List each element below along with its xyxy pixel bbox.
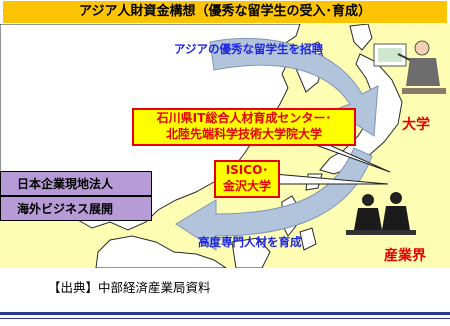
callout-pointer-isico — [273, 173, 389, 185]
divider-thick — [0, 312, 450, 315]
overseas-business-box: 海外ビジネス展開 — [0, 196, 152, 221]
map-graphic — [0, 24, 446, 268]
industry-figures-icon — [346, 192, 416, 235]
divider-thin — [0, 318, 450, 319]
isico-box: ISICO･ 金沢大学 — [214, 160, 280, 198]
arrow-top-label: アジアの優秀な留学生を招聘 — [174, 42, 324, 56]
center-box-line1: 石川県IT総合人材育成センター･ — [156, 111, 332, 125]
isico-box-line1: ISICO･ — [225, 163, 269, 177]
southeast-asia-islands — [95, 235, 271, 268]
center-institution-box: 石川県IT総合人材育成センター･ 北陸先端科学技術大学院大学 — [132, 108, 356, 146]
university-label: 大学 — [402, 117, 430, 133]
asia-map-diagram: アジアの優秀な留学生を招聘 石川県IT総合人材育成センター･ 北陸先端科学技術大… — [0, 24, 450, 268]
center-box-line2: 北陸先端科学技術大学院大学 — [165, 127, 322, 141]
arrow-to-japan — [209, 37, 379, 137]
university-figure-icon — [373, 40, 446, 94]
isico-box-line2: 金沢大学 — [222, 179, 271, 193]
page-title: アジア人財資金構想（優秀な留学生の受入･育成） — [3, 1, 447, 23]
local-subsidiary-box: 日本企業現地法人 — [0, 171, 152, 196]
source-note: 【出典】中部経済産業局資料 — [48, 280, 211, 295]
industry-label: 産業界 — [384, 248, 426, 264]
arrow-bottom-label: 高度専門人材を育成 — [198, 235, 302, 249]
